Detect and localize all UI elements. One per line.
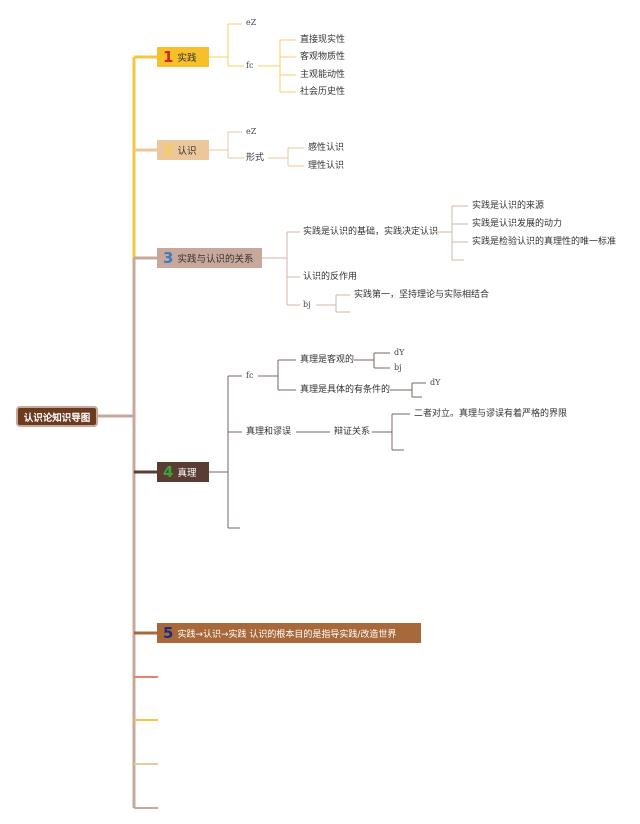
topic-node-1[interactable]: 1 实践: [157, 47, 209, 67]
node-label[interactable]: 二者对立。真理与谬误有着严格的界限: [414, 409, 568, 419]
node-label[interactable]: 感性认识: [308, 143, 345, 153]
node-label[interactable]: fc: [246, 371, 254, 380]
topic-node-5[interactable]: 5 实践→认识→实践 认识的根本目的是指导实践/改造世界: [157, 623, 421, 643]
node-label[interactable]: 实践是认识发展的动力: [472, 219, 563, 229]
topic-node-4[interactable]: 4 真理: [157, 462, 209, 482]
node-label[interactable]: 主观能动性: [300, 70, 346, 80]
node-label[interactable]: 实践是检验认识的真理性的唯一标准: [472, 237, 617, 247]
topic-number: 1: [163, 47, 174, 66]
node-label[interactable]: eZ: [246, 127, 257, 136]
topic-number: 3: [163, 248, 174, 267]
node-label[interactable]: 认识的反作用: [303, 272, 358, 282]
node-label[interactable]: fc: [246, 61, 254, 70]
topic-3-connectors: [262, 205, 468, 313]
node-label[interactable]: bj: [303, 300, 311, 309]
node-label[interactable]: 辩证关系: [334, 427, 371, 437]
topic-1-connectors: [209, 23, 296, 93]
root-label: 认识论知识导图: [23, 412, 91, 424]
node-label[interactable]: 理性认识: [308, 161, 345, 171]
topic-node-3[interactable]: 3 实践与认识的关系: [157, 248, 262, 268]
node-label[interactable]: 直接现实性: [300, 35, 346, 45]
node-label[interactable]: 实践是认识的基础，实践决定认识: [303, 227, 439, 237]
topic-2-connectors: [209, 131, 304, 167]
topic-label: 实践: [177, 53, 197, 64]
topic-label: 认识: [177, 146, 197, 157]
topic-label: 实践与认识的关系: [177, 254, 254, 265]
topic-4-connectors: [209, 352, 426, 529]
root-node[interactable]: 认识论知识导图: [16, 406, 98, 427]
node-label[interactable]: 真理是客观的: [300, 355, 355, 365]
node-label[interactable]: 客观物质性: [300, 52, 346, 62]
node-label[interactable]: bj: [394, 363, 402, 372]
node-label[interactable]: 实践第一，坚持理论与实际相结合: [354, 290, 490, 300]
topic-number: 4: [163, 462, 174, 481]
node-label[interactable]: eZ: [246, 18, 257, 27]
node-label[interactable]: dY: [430, 378, 441, 387]
node-label[interactable]: dY: [394, 348, 405, 357]
node-label[interactable]: 真理是具体的有条件的: [300, 385, 391, 395]
node-label[interactable]: 真理和谬误: [246, 427, 292, 437]
topic-label: 真理: [177, 468, 197, 479]
node-label[interactable]: 形式: [246, 153, 265, 163]
node-label[interactable]: 社会历史性: [300, 87, 346, 97]
topic-number: 5: [163, 623, 174, 642]
topic-node-2[interactable]: 2 认识: [157, 140, 209, 160]
node-label[interactable]: 实践是认识的来源: [472, 201, 545, 211]
topic-number: 2: [163, 140, 174, 159]
topic-label: 实践→认识→实践 认识的根本目的是指导实践/改造世界: [177, 629, 397, 640]
